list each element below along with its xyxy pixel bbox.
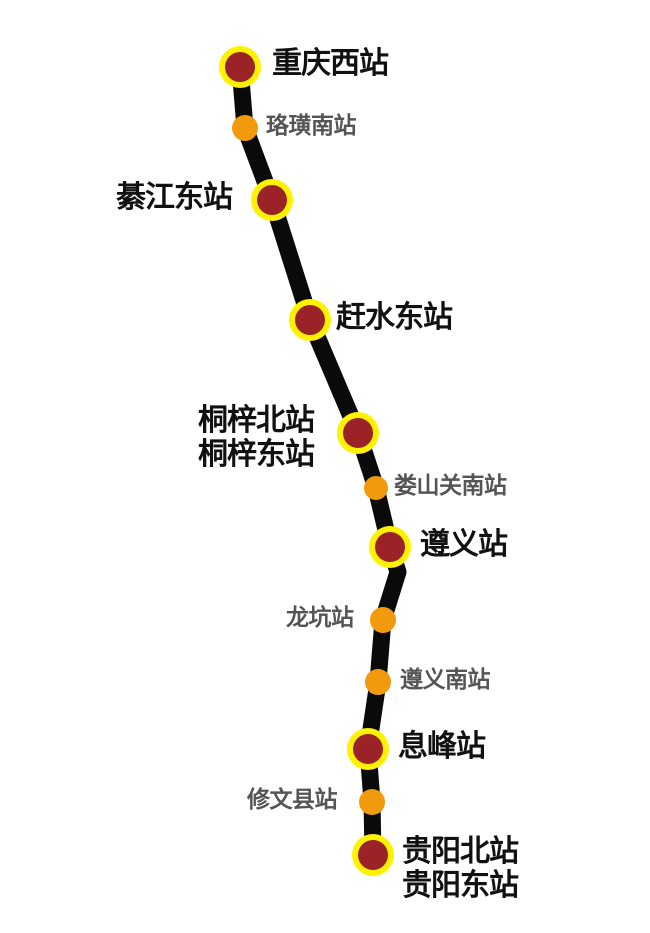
station-marker-qijiangdong[interactable] <box>251 179 293 221</box>
station-marker-longkeng[interactable] <box>370 607 396 633</box>
station-label-loushanguannan: 娄山关南站 <box>394 472 507 499</box>
station-label-guiyangbei: 贵阳北站 <box>402 834 519 869</box>
station-label-xiuwenxian: 修文县站 <box>247 786 338 813</box>
station-label-tongzidong: 桐梓东站 <box>198 437 315 472</box>
station-marker-xiuwenxian[interactable] <box>359 789 385 815</box>
station-label-zunyinan: 遵义南站 <box>400 666 491 693</box>
station-label-luohuangnan: 珞璜南站 <box>266 112 357 139</box>
station-label-qijiangdong: 綦江东站 <box>116 180 233 215</box>
station-label-zunyi: 遵义站 <box>420 527 508 562</box>
station-marker-xifeng[interactable] <box>347 728 389 770</box>
station-marker-tongzi[interactable] <box>337 412 379 454</box>
station-markers <box>219 46 411 876</box>
station-label-chongqingxi: 重庆西站 <box>272 46 389 81</box>
station-label-guiyangdong: 贵阳东站 <box>402 868 519 903</box>
station-marker-guiyang[interactable] <box>352 834 394 876</box>
station-marker-chongqingxi[interactable] <box>219 46 261 88</box>
station-marker-ganshuidong[interactable] <box>289 299 331 341</box>
station-label-longkeng: 龙坑站 <box>286 604 354 631</box>
station-marker-zunyi[interactable] <box>369 526 411 568</box>
station-marker-luohuangnan[interactable] <box>232 115 258 141</box>
station-label-xifeng: 息峰站 <box>398 729 486 764</box>
station-label-ganshuidong: 赶水东站 <box>336 300 453 335</box>
station-marker-zunyinan[interactable] <box>365 669 391 695</box>
station-label-tongzibei: 桐梓北站 <box>198 403 315 438</box>
station-marker-loushanguannan[interactable] <box>364 476 388 500</box>
